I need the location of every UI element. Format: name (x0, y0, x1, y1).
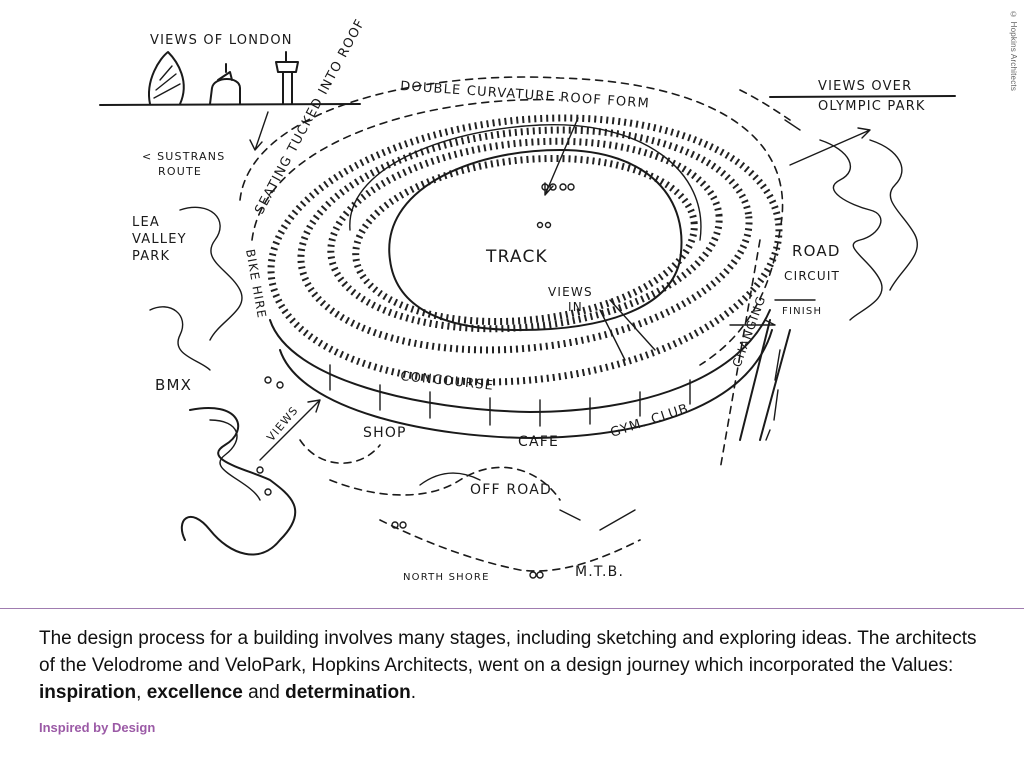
label-views-in-1: VIEWS (548, 285, 593, 299)
label-gym-club: GYM. CLUB (609, 401, 691, 441)
label-valley: VALLEY (132, 232, 187, 247)
footer-title: Inspired by Design (39, 720, 156, 735)
label-finish: FINISH (782, 306, 822, 317)
label-mtb: M.T.B. (575, 564, 624, 580)
label-olympic-park: OLYMPIC PARK (818, 99, 926, 114)
caption-sep-2: and (242, 682, 286, 703)
label-views-in-2: IN (568, 300, 583, 314)
label-route: ROUTE (158, 165, 202, 178)
label-bmx: BMX (155, 376, 192, 394)
label-concourse: CONCOURSE (400, 369, 495, 394)
bike-figures (256, 183, 575, 579)
label-views-over: VIEWS OVER (818, 79, 912, 94)
label-sustrans: < SUSTRANS (142, 150, 225, 163)
label-double-curvature: DOUBLE CURVATURE ROOF FORM (400, 79, 651, 111)
value-excellence: excellence (146, 682, 243, 703)
label-road: ROAD (792, 242, 841, 260)
label-circuit: CIRCUIT (784, 269, 840, 283)
label-off-road: OFF ROAD (470, 482, 552, 498)
label-lea: LEA (132, 215, 160, 230)
label-bike-hire: BIKE HIRE (243, 248, 269, 320)
label-cafe: CAFE (518, 434, 559, 450)
caption-end: . (410, 682, 416, 703)
london-skyline (99, 51, 361, 106)
divider-line (0, 608, 1024, 609)
caption-text: The design process for a building involv… (39, 628, 977, 676)
velodrome-sketch: VIEWS OF LONDON DOUBLE CURVATURE ROOF FO… (99, 16, 956, 583)
copyright-text: © Hopkins Architects (1009, 10, 1018, 92)
label-north-shore: NORTH SHORE (403, 572, 490, 583)
value-determination: determination (285, 682, 411, 703)
value-inspiration: inspiration (39, 682, 137, 703)
caption-sep-1: , (136, 682, 147, 703)
label-views-of-london: VIEWS OF LONDON (150, 33, 293, 48)
label-park: PARK (132, 249, 170, 264)
label-shop: SHOP (363, 425, 407, 441)
label-track: TRACK (485, 247, 548, 267)
caption-paragraph: The design process for a building involv… (39, 625, 989, 706)
